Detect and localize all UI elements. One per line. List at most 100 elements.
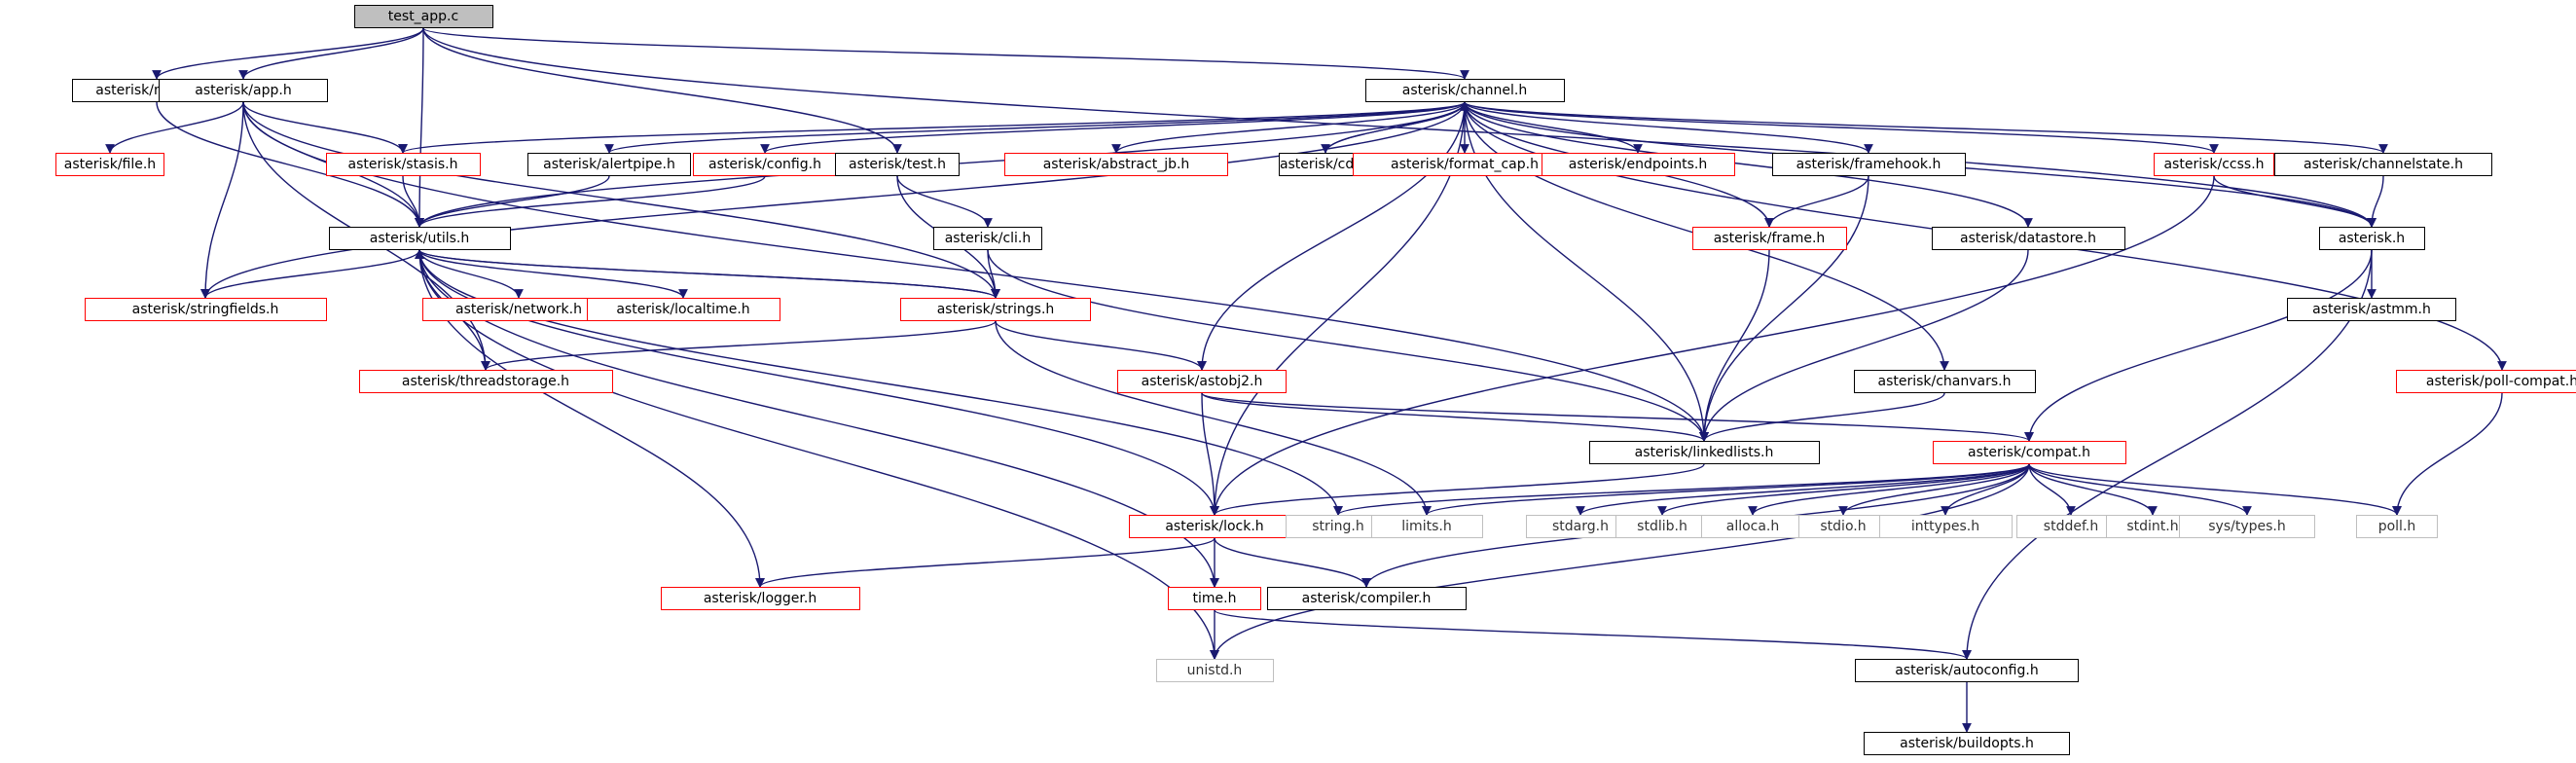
- node-chanvars-h[interactable]: asterisk/chanvars.h: [1853, 370, 2036, 393]
- edge-strings-to-limits_h: [995, 320, 1432, 516]
- edge-app-to-strings: [242, 101, 1000, 299]
- node-autoconfig-h[interactable]: asterisk/autoconfig.h: [1855, 659, 2079, 682]
- node-buildopts-h[interactable]: asterisk/buildopts.h: [1864, 732, 2070, 755]
- edge-cdr-to-channel: [1324, 101, 1469, 154]
- node-unistd-h: unistd.h: [1155, 659, 1274, 682]
- edge-channel-to-abstract_jb: [1111, 101, 1466, 154]
- edge-frame-to-linkedlists: [1699, 249, 1770, 442]
- edge-test_app-to-utils: [415, 27, 424, 228]
- edge-channel-to-framehook: [1464, 101, 1873, 154]
- edge-ccss-to-lock: [1210, 175, 2215, 516]
- edge-compat-to-stdlib_h: [1657, 463, 2030, 516]
- node-frame-h[interactable]: asterisk/frame.h: [1691, 227, 1847, 250]
- node-astobj2-h[interactable]: asterisk/astobj2.h: [1117, 370, 1287, 393]
- edge-compat-to-systypes_h: [2028, 463, 2252, 516]
- edge-channel-to-config: [760, 101, 1466, 154]
- edge-test_app-to-channel: [422, 27, 1469, 80]
- node-poll-h: poll.h: [2356, 515, 2438, 538]
- edge-channel-to-channelstate: [1464, 101, 2388, 154]
- edge-utils-to-localtime: [418, 249, 688, 299]
- node-time-h[interactable]: time.h: [1168, 587, 1261, 610]
- edge-compat-to-stddef_h: [2028, 463, 2076, 516]
- edge-test_app-to-test: [422, 27, 902, 154]
- node-config-h[interactable]: asterisk/config.h: [692, 153, 838, 176]
- edge-framehook-to-frame: [1764, 175, 1869, 228]
- node-datastore-h[interactable]: asterisk/datastore.h: [1931, 227, 2125, 250]
- edge-asterisk_h-to-autoconfig: [1962, 249, 2373, 660]
- node-channelstate-h[interactable]: asterisk/channelstate.h: [2274, 153, 2492, 176]
- edge-strings-to-astobj2: [995, 320, 1207, 371]
- node-compiler-h[interactable]: asterisk/compiler.h: [1266, 587, 1467, 610]
- edge-asterisk_h-to-compat: [2024, 249, 2373, 442]
- node-inttypes-h: inttypes.h: [1878, 515, 2013, 538]
- edge-utils-to-unistd_h: [418, 249, 1219, 660]
- node-utils-h[interactable]: asterisk/utils.h: [328, 227, 511, 250]
- node-strings-h[interactable]: asterisk/strings.h: [900, 298, 1091, 321]
- edge-channelstate-to-asterisk_h: [2367, 175, 2384, 228]
- edge-app-to-stasis: [242, 101, 408, 154]
- node-channel-h[interactable]: asterisk/channel.h: [1364, 79, 1565, 102]
- node-network-h[interactable]: asterisk/network.h: [421, 298, 616, 321]
- node-linkedlists-h[interactable]: asterisk/linkedlists.h: [1588, 441, 1820, 464]
- edge-config-to-utils: [415, 175, 766, 228]
- edge-compat-to-alloca_h: [1748, 463, 2030, 516]
- node-poll-compat-h[interactable]: asterisk/poll-compat.h: [2396, 370, 2576, 393]
- edge-utils-to-string_h: [418, 249, 1343, 516]
- edge-astobj2-to-compat: [1201, 392, 2034, 442]
- node-asterisk-h[interactable]: asterisk.h: [2318, 227, 2425, 250]
- edge-compat-to-unistd_h: [1210, 463, 2030, 660]
- node-app-h[interactable]: asterisk/app.h: [159, 79, 328, 102]
- node-stasis-h[interactable]: asterisk/stasis.h: [325, 153, 481, 176]
- edge-alertpipe-to-utils: [415, 175, 610, 228]
- edge-cli-to-linkedlists: [987, 249, 1709, 442]
- edge-chanvars-to-linkedlists: [1699, 392, 1945, 442]
- edge-test_app-to-module: [152, 27, 424, 80]
- edge-channel-to-stringfields: [200, 101, 1466, 299]
- edge-channel-to-alertpipe: [604, 101, 1466, 154]
- edge-datastore-to-linkedlists: [1699, 249, 2029, 442]
- edge-channel-to-ccss: [1464, 101, 2219, 154]
- edge-app-to-file: [105, 101, 244, 154]
- node-astmm-h[interactable]: asterisk/astmm.h: [2287, 298, 2456, 321]
- edge-utils-to-lock: [418, 249, 1219, 516]
- edge-poll_compat-to-poll_h: [2392, 392, 2503, 516]
- node-sys-types-h: sys/types.h: [2179, 515, 2315, 538]
- node-framehook-h[interactable]: asterisk/framehook.h: [1771, 153, 1966, 176]
- node-file-h[interactable]: asterisk/file.h: [55, 153, 164, 176]
- edge-utils-to-stringfields: [200, 249, 420, 299]
- edge-lock-to-logger: [755, 537, 1215, 588]
- edge-linkedlists-to-lock: [1210, 463, 1705, 516]
- edge-astobj2-to-lock: [1201, 392, 1219, 516]
- node-threadstorage-h[interactable]: asterisk/threadstorage.h: [358, 370, 613, 393]
- edge-test_app-to-app: [238, 27, 424, 80]
- node-localtime-h[interactable]: asterisk/localtime.h: [586, 298, 780, 321]
- edge-compat-to-stdint_h: [2028, 463, 2158, 516]
- node-stdio-h: stdio.h: [1797, 515, 1889, 538]
- edge-framehook-to-linkedlists: [1699, 175, 1869, 442]
- node-logger-h[interactable]: asterisk/logger.h: [660, 587, 860, 610]
- edge-app-to-stringfields: [200, 101, 244, 299]
- edge-lock-to-compiler: [1214, 537, 1371, 588]
- node-alloca-h: alloca.h: [1701, 515, 1804, 538]
- edge-time_h-to-autoconfig: [1214, 609, 1972, 660]
- edge-compat-to-stdio_h: [1838, 463, 2030, 516]
- node-test-app-c[interactable]: test_app.c: [353, 5, 493, 28]
- node-ccss-h[interactable]: asterisk/ccss.h: [2154, 153, 2274, 176]
- edge-ccss-to-asterisk_h: [2213, 175, 2376, 228]
- node-lock-h[interactable]: asterisk/lock.h: [1128, 515, 1301, 538]
- node-compat-h[interactable]: asterisk/compat.h: [1932, 441, 2126, 464]
- node-cli-h[interactable]: asterisk/cli.h: [933, 227, 1042, 250]
- node-format-cap-h[interactable]: asterisk/format_cap.h: [1353, 153, 1577, 176]
- node-test-h[interactable]: asterisk/test.h: [835, 153, 960, 176]
- edge-module-to-utils: [156, 101, 424, 228]
- edge-compat-to-poll_h: [2028, 463, 2402, 516]
- edge-channel-to-astobj2: [1197, 101, 1466, 371]
- node-endpoints-h[interactable]: asterisk/endpoints.h: [1541, 153, 1735, 176]
- node-stringfields-h[interactable]: asterisk/stringfields.h: [84, 298, 327, 321]
- edge-channel-to-datastore: [1464, 101, 2033, 228]
- edge-test-to-cli: [896, 175, 993, 228]
- edge-channel-to-stasis: [398, 101, 1466, 154]
- node-alertpipe-h[interactable]: asterisk/alertpipe.h: [527, 153, 691, 176]
- node-abstract-jb-h[interactable]: asterisk/abstract_jb.h: [1004, 153, 1228, 176]
